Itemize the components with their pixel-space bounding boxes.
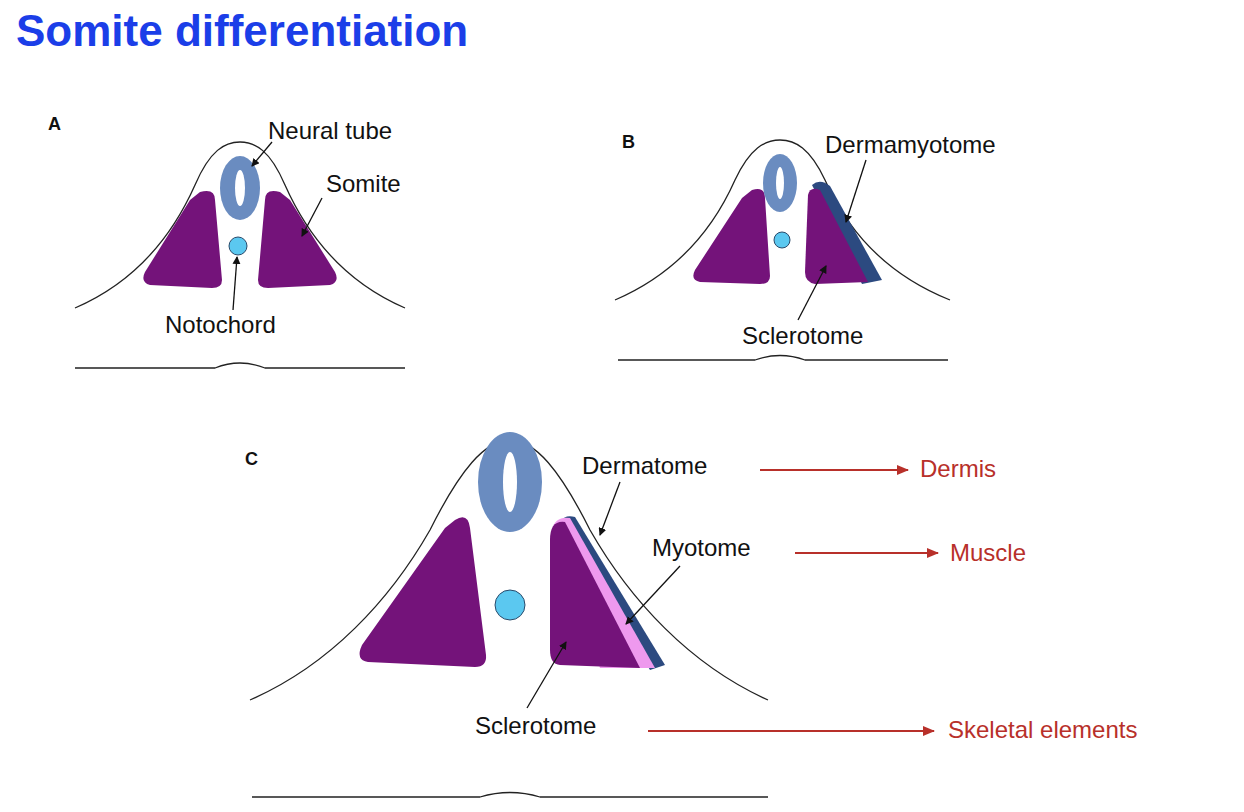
panel-letter: B: [622, 132, 635, 154]
fate-label: Muscle: [950, 539, 1026, 568]
part-label: Myotome: [652, 534, 751, 563]
part-label: Sclerotome: [475, 712, 596, 741]
panel-letter: A: [48, 114, 61, 136]
part-label: Neural tube: [268, 117, 392, 146]
part-label: Sclerotome: [742, 322, 863, 351]
panel-letter: C: [245, 449, 258, 471]
fate-label: Dermis: [920, 455, 996, 484]
part-label: Dermamyotome: [825, 131, 996, 160]
part-label: Dermatome: [582, 452, 707, 481]
page-title: Somite differentiation: [16, 6, 468, 56]
panel-b: [615, 140, 950, 360]
fate-label: Skeletal elements: [948, 716, 1137, 745]
panel-a: [75, 142, 405, 368]
panel-c: [250, 432, 938, 797]
part-label: Somite: [326, 170, 401, 199]
part-label: Notochord: [165, 311, 276, 340]
